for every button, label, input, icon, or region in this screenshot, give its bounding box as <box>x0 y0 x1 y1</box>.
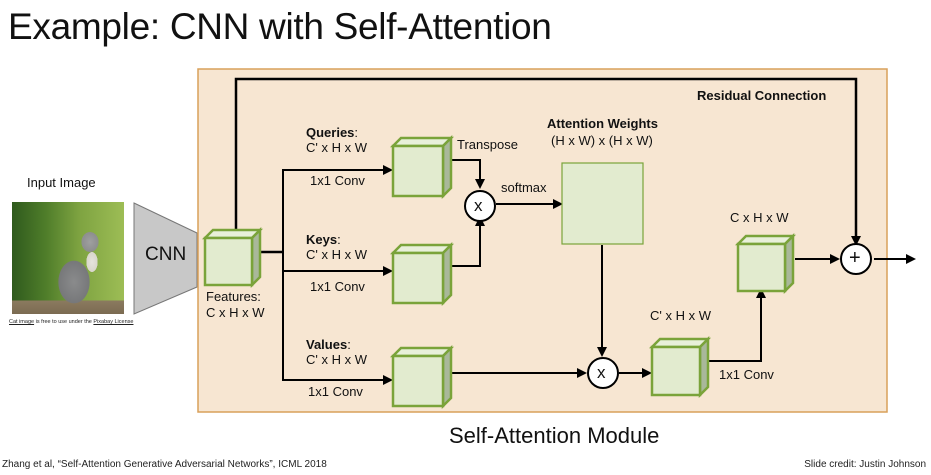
keys-to-multiply-arrow <box>450 216 485 267</box>
keys-conv-label: 1x1 Conv <box>310 279 365 294</box>
cnn-label: CNN <box>145 244 187 265</box>
queries-label: Queries: <box>306 125 358 140</box>
queries-conv-arrow <box>282 165 393 252</box>
attention-weights-shape: (H x W) x (H x W) <box>551 133 653 148</box>
features-label: Features: <box>206 289 261 304</box>
keys-shape: C' x H x W <box>306 247 367 262</box>
keys-colon: : <box>337 232 341 247</box>
cat-image-link[interactable]: Cat image <box>9 319 35 325</box>
queries-shape: C' x H x W <box>306 140 367 155</box>
input-image-label: Input Image <box>27 175 96 190</box>
residual-connection-line <box>234 77 861 246</box>
values-label: Values: <box>306 337 351 352</box>
queries-colon: : <box>354 125 359 140</box>
image-credit-note: Cat image is free to use under the Pixab… <box>9 319 133 325</box>
keys-label: Keys: <box>306 232 341 247</box>
attention-weights-title: Attention Weights <box>547 116 658 131</box>
queries-cube <box>389 134 455 200</box>
keys-name: Keys <box>306 232 338 247</box>
add-symbol: + <box>849 247 861 269</box>
cube-front-face <box>736 242 787 293</box>
values-conv-arrow <box>282 252 393 385</box>
values-cube <box>389 344 455 410</box>
attended-values-cube <box>648 335 712 399</box>
cube-front-face <box>203 236 254 287</box>
queries-transpose-arrow <box>450 159 485 189</box>
credit-text: is free to use under the <box>34 319 94 325</box>
qk-multiply-operator <box>464 190 496 222</box>
residual-add-operator <box>840 243 872 275</box>
values-name: Values <box>306 337 348 352</box>
slide-credit: Slide credit: Justin Johnson <box>804 459 926 470</box>
cube-front-face <box>650 345 702 397</box>
softmax-label: softmax <box>501 180 547 195</box>
output-conv-label: 1x1 Conv <box>719 367 774 382</box>
values-colon: : <box>347 337 351 352</box>
slide-title: Example: CNN with Self-Attention <box>8 6 552 47</box>
cube-front-face <box>391 144 445 198</box>
attention-values-multiply-operator <box>587 357 619 389</box>
input-cat-image <box>12 202 124 314</box>
attention-weights-matrix <box>561 162 644 245</box>
features-shape: C x H x W <box>206 305 265 320</box>
av-multiply-symbol: x <box>597 363 606 382</box>
transpose-label: Transpose <box>457 137 518 152</box>
final-output-cube <box>734 232 797 295</box>
values-shape: C' x H x W <box>306 352 367 367</box>
queries-conv-label: 1x1 Conv <box>310 173 365 188</box>
keys-cube <box>389 241 455 307</box>
queries-name: Queries <box>306 125 355 140</box>
residual-connection-label: Residual Connection <box>697 88 827 103</box>
final-output-shape: C x H x W <box>730 210 789 225</box>
pixabay-license-link[interactable]: Pixabay License <box>93 319 134 325</box>
output-conv-arrow <box>708 288 766 362</box>
cube-front-face <box>391 354 445 408</box>
qk-multiply-symbol: x <box>474 196 483 215</box>
cnn-block <box>133 202 198 315</box>
values-conv-label: 1x1 Conv <box>308 384 363 399</box>
module-caption: Self-Attention Module <box>449 423 660 448</box>
attended-values-shape: C' x H x W <box>650 308 711 323</box>
cube-front-face <box>391 251 445 305</box>
citation-footer: Zhang et al, “Self-Attention Generative … <box>2 459 327 470</box>
features-cube <box>201 226 264 289</box>
